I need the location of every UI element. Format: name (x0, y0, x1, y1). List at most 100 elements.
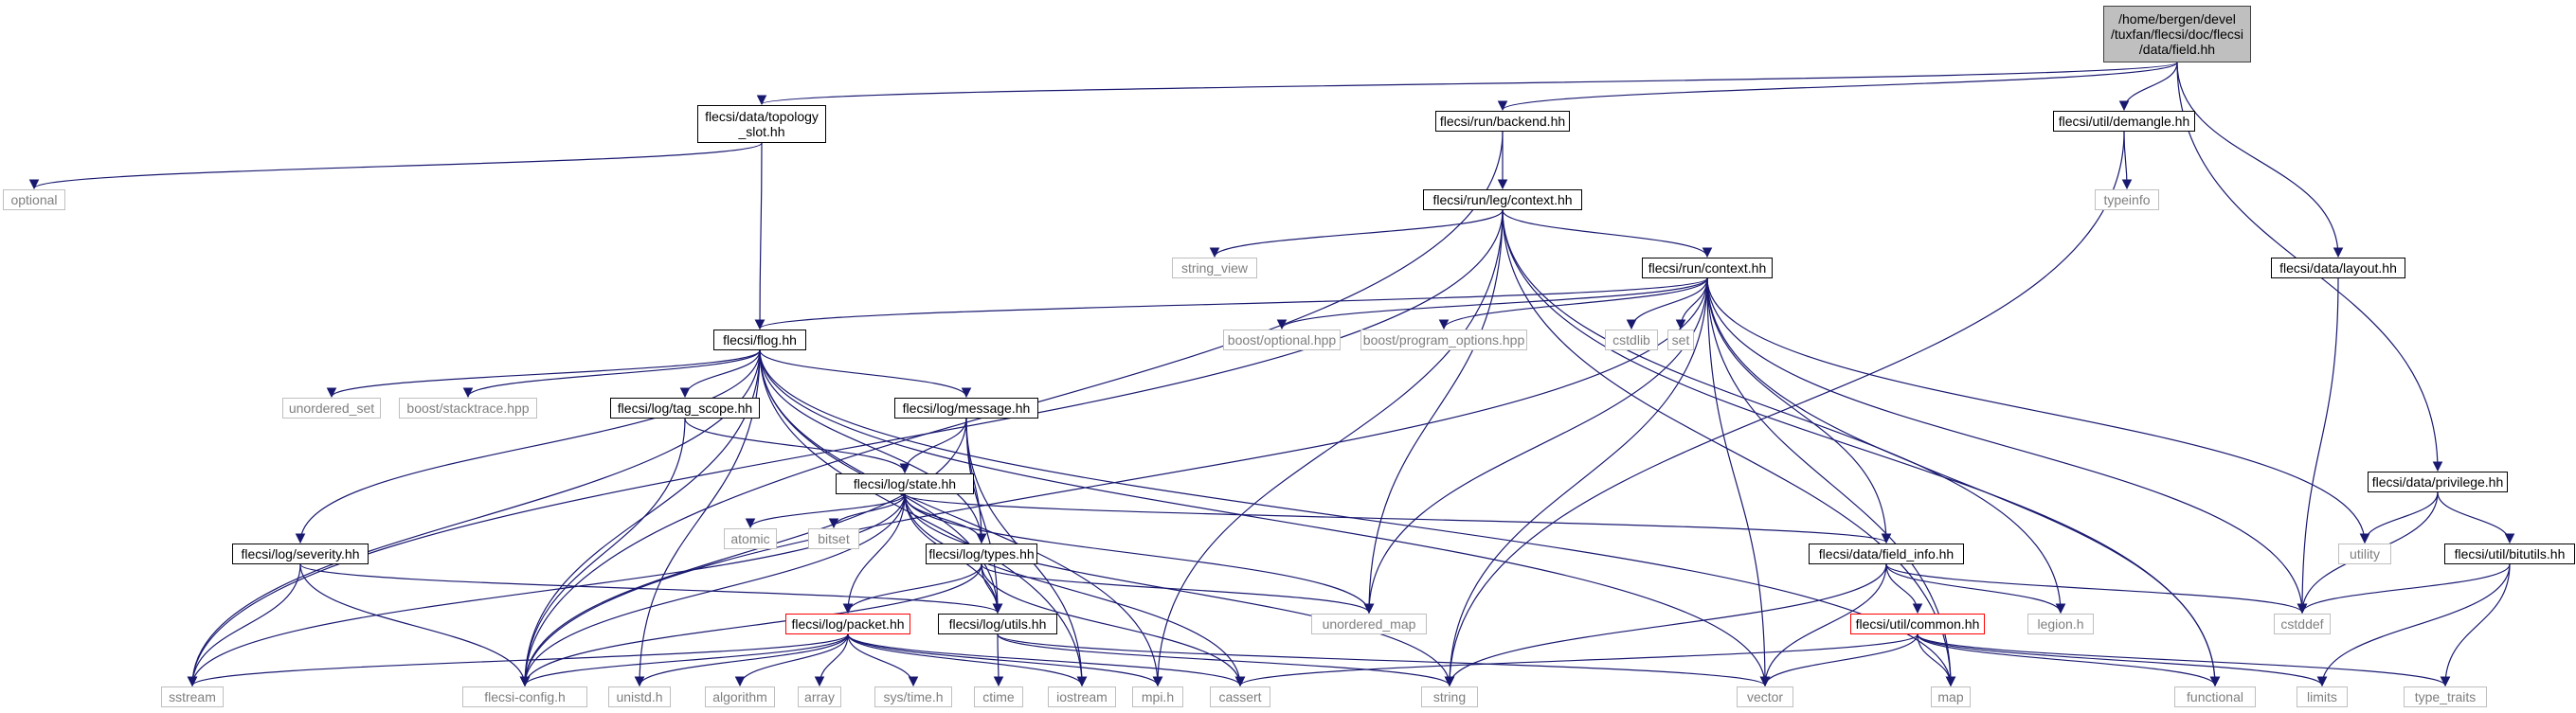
node-cstddef: cstddef (2274, 614, 2331, 634)
node-fieldinfo[interactable]: flecsi/data/field_info.hh (1809, 544, 1964, 564)
node-label: flecsi/data/privilege.hh (2371, 474, 2504, 490)
node-label: flecsi/util/demangle.hh (2058, 114, 2190, 129)
edge-packet-to-systime (847, 633, 919, 687)
edge-legctx-to-mpi (1152, 209, 1504, 687)
node-label: flecsi/log/state.hh (853, 476, 957, 491)
node-utils[interactable]: flecsi/log/utils.hh (938, 614, 1057, 634)
node-label: boost/program_options.hpp (1362, 332, 1525, 348)
edge-legctx-to-sstream (187, 209, 1504, 687)
node-map: map (1931, 686, 1971, 707)
node-utility: utility (2338, 544, 2391, 564)
node-tagscope[interactable]: flecsi/log/tag_scope.hh (610, 398, 760, 419)
edge-fieldinfo-to-vector (1759, 563, 1887, 687)
edge-severity-to-config (299, 563, 531, 687)
edge-packet-to-iostream (847, 633, 1088, 687)
edge-flog-to-vector (759, 349, 1771, 687)
node-label: typeinfo (2103, 192, 2151, 207)
node-state[interactable]: flecsi/log/state.hh (836, 473, 974, 494)
node-label: vector (1746, 689, 1784, 704)
node-types[interactable]: flecsi/log/types.hh (926, 544, 1037, 564)
node-iostream: iostream (1048, 686, 1116, 707)
edge-packet-to-sstream (187, 633, 849, 687)
node-label: mpi.h (1141, 689, 1175, 704)
node-demangle[interactable]: flecsi/util/demangle.hh (2053, 111, 2195, 132)
node-label: flecsi-config.h (484, 689, 566, 704)
edge-common-to-map (1917, 633, 1956, 687)
edge-severity-to-utils (299, 563, 1003, 615)
node-bitutils[interactable]: flecsi/util/bitutils.hh (2444, 544, 2575, 564)
node-runctx[interactable]: flecsi/run/context.hh (1642, 258, 1773, 278)
node-root[interactable]: /home/bergen/devel /tuxfan/flecsi/doc/fl… (2103, 6, 2251, 62)
edge-message-to-state (899, 418, 967, 474)
edge-topo-to-flog (754, 142, 766, 330)
edge-fieldinfo-to-string (1444, 563, 1887, 687)
edge-runctx-to-functional (1706, 277, 2221, 687)
node-label: cstddef (2280, 616, 2324, 632)
edge-bitutils-to-limits (2316, 563, 2511, 687)
edge-state-to-packet (842, 493, 906, 615)
node-message[interactable]: flecsi/log/message.hh (894, 398, 1038, 419)
node-label: bitset (818, 531, 850, 546)
node-mpi: mpi.h (1132, 686, 1183, 707)
node-legion: legion.h (2027, 614, 2094, 634)
node-layout[interactable]: flecsi/data/layout.hh (2271, 258, 2405, 278)
edge-root-to-backend (1497, 62, 2178, 112)
node-label: flecsi/log/tag_scope.hh (617, 401, 753, 416)
node-common[interactable]: flecsi/util/common.hh (1850, 614, 1985, 634)
node-privilege[interactable]: flecsi/data/privilege.hh (2368, 472, 2508, 492)
edge-common-to-type_traits (1917, 633, 2451, 687)
node-label: flecsi/flog.hh (723, 332, 797, 348)
node-label: flecsi/run/leg/context.hh (1432, 192, 1573, 207)
node-label: functional (2187, 689, 2243, 704)
edge-root-to-topo (757, 62, 2178, 106)
node-label: cstdlib (1612, 332, 1650, 348)
edge-state-to-cassert (904, 493, 1246, 687)
edge-legctx-to-legion (1502, 209, 2066, 615)
node-cassert: cassert (1210, 686, 1270, 707)
edge-tagscope-to-config (519, 418, 686, 687)
node-string: string (1421, 686, 1478, 707)
node-topo[interactable]: flecsi/data/topology _slot.hh (697, 105, 826, 143)
edge-common-to-cassert (1234, 633, 1918, 687)
edge-legctx-to-unordered_map (1363, 209, 1504, 615)
edge-packet-to-cassert (847, 633, 1246, 687)
node-set: set (1667, 330, 1694, 350)
edge-flog-to-iostream (759, 349, 1088, 687)
node-label: flecsi/run/context.hh (1648, 260, 1767, 276)
node-flog[interactable]: flecsi/flog.hh (713, 330, 806, 350)
node-label: flecsi/log/types.hh (928, 546, 1035, 561)
node-label: sys/time.h (883, 689, 944, 704)
node-label: flecsi/log/severity.hh (241, 546, 360, 561)
edge-topo-to-optional (28, 142, 763, 190)
edge-state-to-bitset (828, 493, 906, 529)
edge-types-to-cassert (981, 563, 1246, 687)
node-label: flecsi/util/bitutils.hh (2454, 546, 2566, 561)
node-label: string (1432, 689, 1467, 704)
node-label: set (1671, 332, 1690, 348)
node-label: flecsi/log/message.hh (902, 401, 1031, 416)
edge-message-to-config (519, 418, 967, 687)
edge-root-to-layout (2176, 62, 2344, 258)
node-backend[interactable]: flecsi/run/backend.hh (1435, 111, 1570, 132)
node-label: sstream (169, 689, 216, 704)
edge-runctx-to-boostpo (1438, 277, 1708, 330)
node-label: cassert (1218, 689, 1262, 704)
edge-tagscope-to-state (684, 418, 910, 474)
node-packet[interactable]: flecsi/log/packet.hh (785, 614, 910, 634)
node-unordered-map: unordered_map (1311, 614, 1427, 634)
node-unistd: unistd.h (608, 686, 671, 707)
node-legctx[interactable]: flecsi/run/leg/context.hh (1423, 189, 1582, 210)
edge-demangle-to-string (1444, 131, 2125, 687)
edge-bitutils-to-cstddef (2297, 563, 2511, 615)
edge-runctx-to-cstddef (1706, 277, 2308, 615)
edge-runctx-to-flog (754, 277, 1708, 330)
node-stacktrace: boost/stacktrace.hpp (399, 398, 537, 419)
node-label: algorithm (712, 689, 767, 704)
node-label: string_view (1180, 260, 1249, 276)
node-label: /home/bergen/devel /tuxfan/flecsi/doc/fl… (2110, 11, 2244, 57)
edge-fieldinfo-to-common (1885, 563, 1923, 615)
node-severity[interactable]: flecsi/log/severity.hh (232, 544, 369, 564)
node-ctime: ctime (974, 686, 1023, 707)
edge-runctx-to-vector (1706, 277, 1771, 687)
